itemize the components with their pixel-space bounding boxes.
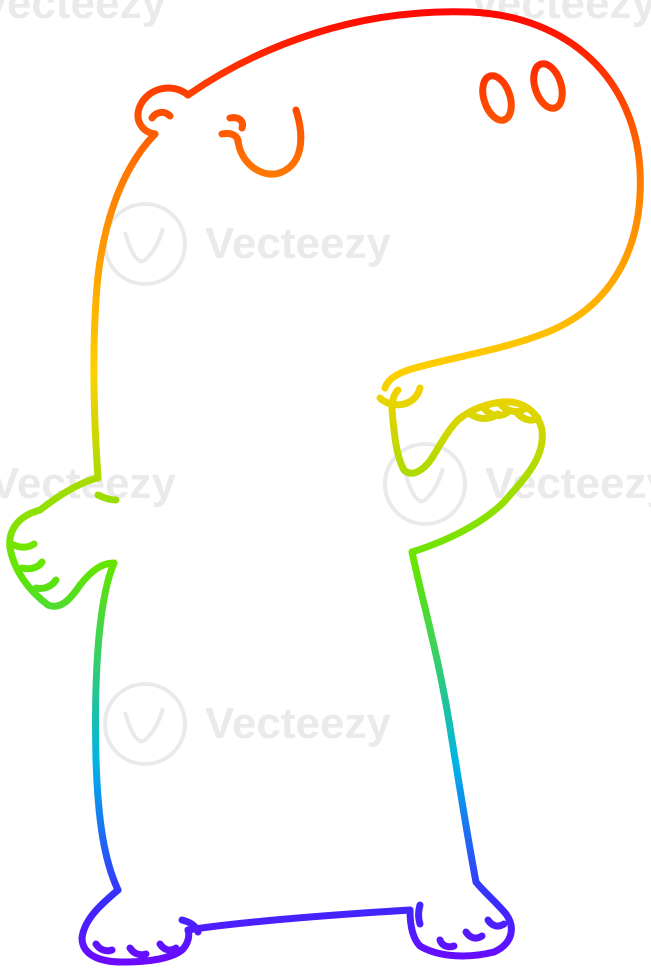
watermark-text: Vecteezy	[205, 699, 391, 748]
hippo-right-arm-fingers	[466, 400, 542, 424]
hippo-eye-left	[479, 72, 515, 124]
hippo-left-arm-fingers	[10, 540, 60, 592]
hippo-ear	[134, 84, 192, 138]
hippo-head-outline	[184, 8, 644, 392]
watermark-logo-icon	[103, 682, 187, 766]
hippo-back-outline	[90, 130, 159, 482]
hippo-closed-eye	[234, 106, 305, 178]
hippo-body-left	[92, 559, 122, 894]
hippo-left-armpit	[94, 491, 120, 504]
watermark-logo-icon	[383, 442, 467, 526]
hippo-eye-right	[530, 60, 566, 112]
hippo-body-right	[408, 548, 480, 886]
hippo-drawing	[6, 8, 644, 966]
hippo-left-foot	[78, 886, 193, 966]
hippo-ear-inner	[148, 108, 174, 122]
hippo-right-foot	[178, 878, 515, 960]
watermark-text: Vecteezy	[485, 459, 651, 508]
hippo-right-foot-toes	[436, 916, 508, 951]
watermark-text: Vecteezy	[205, 219, 391, 268]
hippo-left-foot-toes	[92, 940, 180, 959]
hippo-right-arm	[388, 386, 546, 556]
hippo-cheek-mark	[218, 114, 246, 146]
hippo-right-ankle	[415, 901, 424, 928]
hippo-crotch	[184, 906, 414, 934]
watermark-group: Vecteezy Vecteezy Vecteezy Vecteezy Vect…	[0, 0, 651, 766]
hippo-left-arm	[6, 474, 118, 610]
hippo-chin	[376, 384, 424, 409]
watermark-text: Vecteezy	[0, 0, 166, 28]
watermark-logo-icon	[103, 202, 187, 286]
